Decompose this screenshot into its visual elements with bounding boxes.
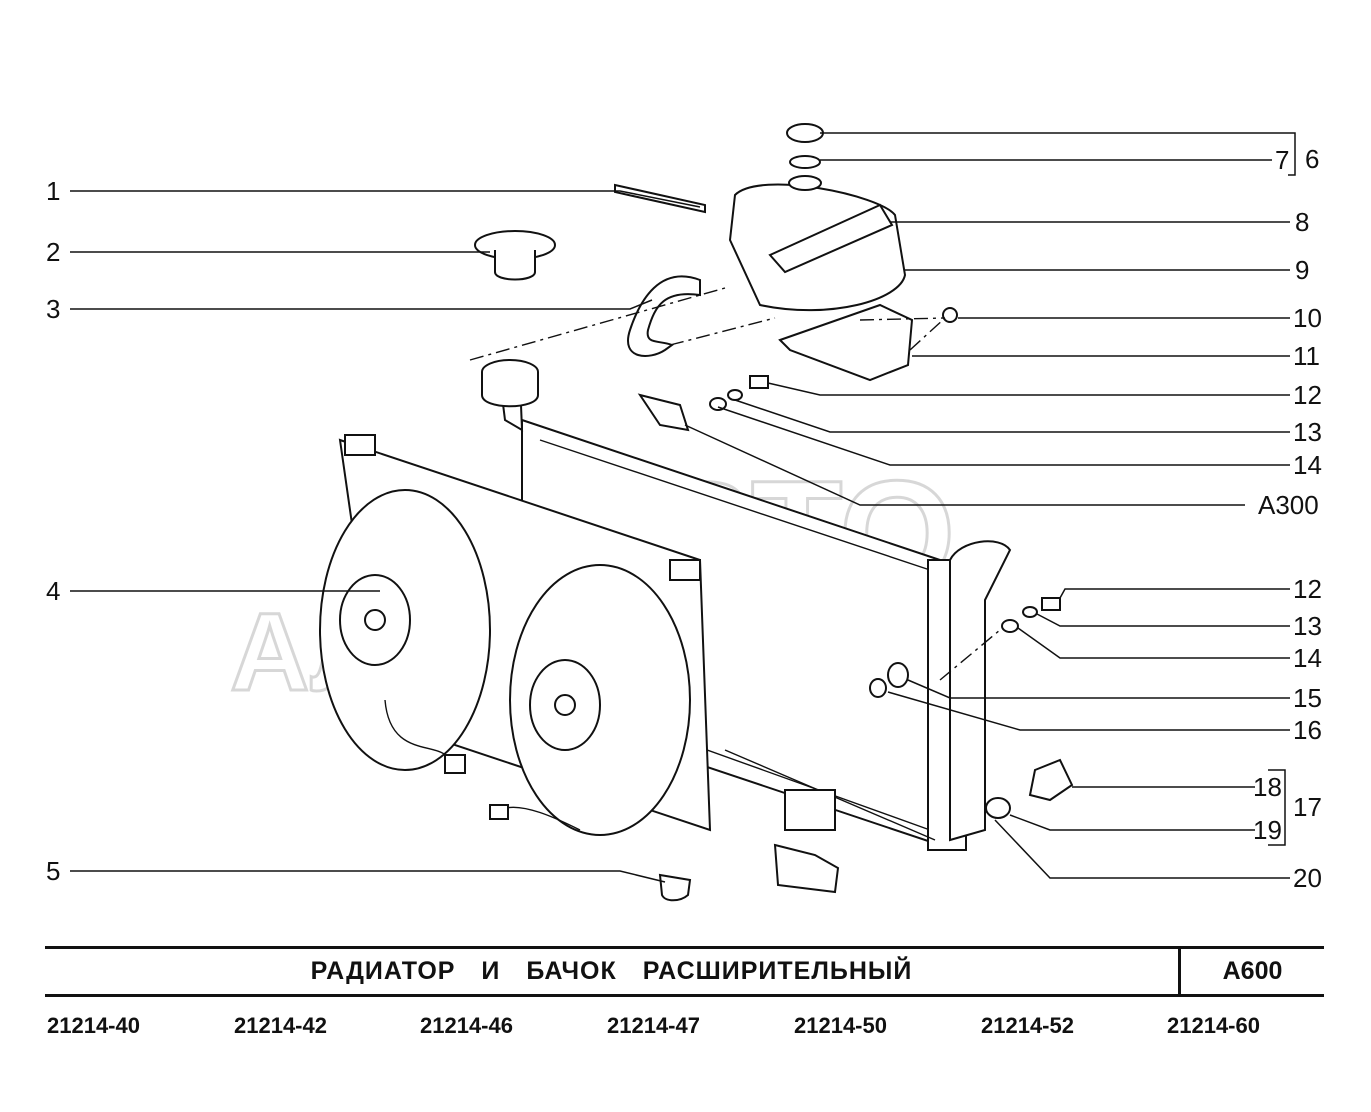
callout-19: 19 <box>1253 815 1282 845</box>
callout-15: 15 <box>1293 683 1322 713</box>
model-code: 21214-47 <box>607 1013 700 1038</box>
callout-a300: A300 <box>1258 490 1319 520</box>
callout-16: 16 <box>1293 715 1322 745</box>
callout-20: 20 <box>1293 863 1322 893</box>
expansion-tank <box>728 123 958 382</box>
model-code: 21214-40 <box>47 1013 140 1038</box>
callout-12a: 12 <box>1293 380 1322 410</box>
model-code: 21214-60 <box>1167 1013 1260 1038</box>
diagram-code: A600 <box>1222 957 1283 985</box>
small-parts <box>474 183 1074 902</box>
callout-5: 5 <box>46 856 60 886</box>
page-title: РАДИАТОР И БАЧОК РАСШИРИТЕЛЬНЫЙ <box>310 957 913 985</box>
callout-11: 11 <box>1293 341 1320 371</box>
leaders-right <box>684 132 1296 879</box>
callout-13b: 13 <box>1293 611 1322 641</box>
assembly-lines <box>469 287 1001 681</box>
leaders-left <box>70 190 701 883</box>
title-divider <box>1178 949 1181 994</box>
callout-2: 2 <box>46 237 60 267</box>
title-block: РАДИАТОР И БАЧОК РАСШИРИТЕЛЬНЫЙ A600 <box>45 946 1324 997</box>
callout-3: 3 <box>46 294 60 324</box>
callout-4: 4 <box>46 576 60 606</box>
model-code: 21214-52 <box>981 1013 1074 1038</box>
callout-9: 9 <box>1295 255 1309 285</box>
callout-1: 1 <box>46 176 60 206</box>
model-code: 21214-50 <box>794 1013 887 1038</box>
callouts-left: 1 2 3 4 5 <box>46 176 60 886</box>
model-code: 21214-42 <box>234 1013 327 1038</box>
callout-14a: 14 <box>1293 450 1322 480</box>
callout-6: 6 <box>1305 144 1319 174</box>
callout-10: 10 <box>1293 303 1322 333</box>
fan-assembly <box>319 434 712 836</box>
model-list: 21214-40 21214-42 21214-46 21214-47 2121… <box>45 1013 1324 1045</box>
callout-17: 17 <box>1293 792 1322 822</box>
callout-7: 7 <box>1275 145 1289 175</box>
callout-8: 8 <box>1295 207 1309 237</box>
callout-14b: 14 <box>1293 643 1322 673</box>
parts-diagram: АВТО АЛЬЯНС <box>46 123 1322 902</box>
model-code: 21214-46 <box>420 1013 513 1038</box>
callout-18: 18 <box>1253 772 1282 802</box>
callout-12b: 12 <box>1293 574 1322 604</box>
callout-13a: 13 <box>1293 417 1322 447</box>
callouts-right: 6 7 8 9 10 11 12 13 14 A300 12 13 14 15 … <box>1253 144 1322 893</box>
